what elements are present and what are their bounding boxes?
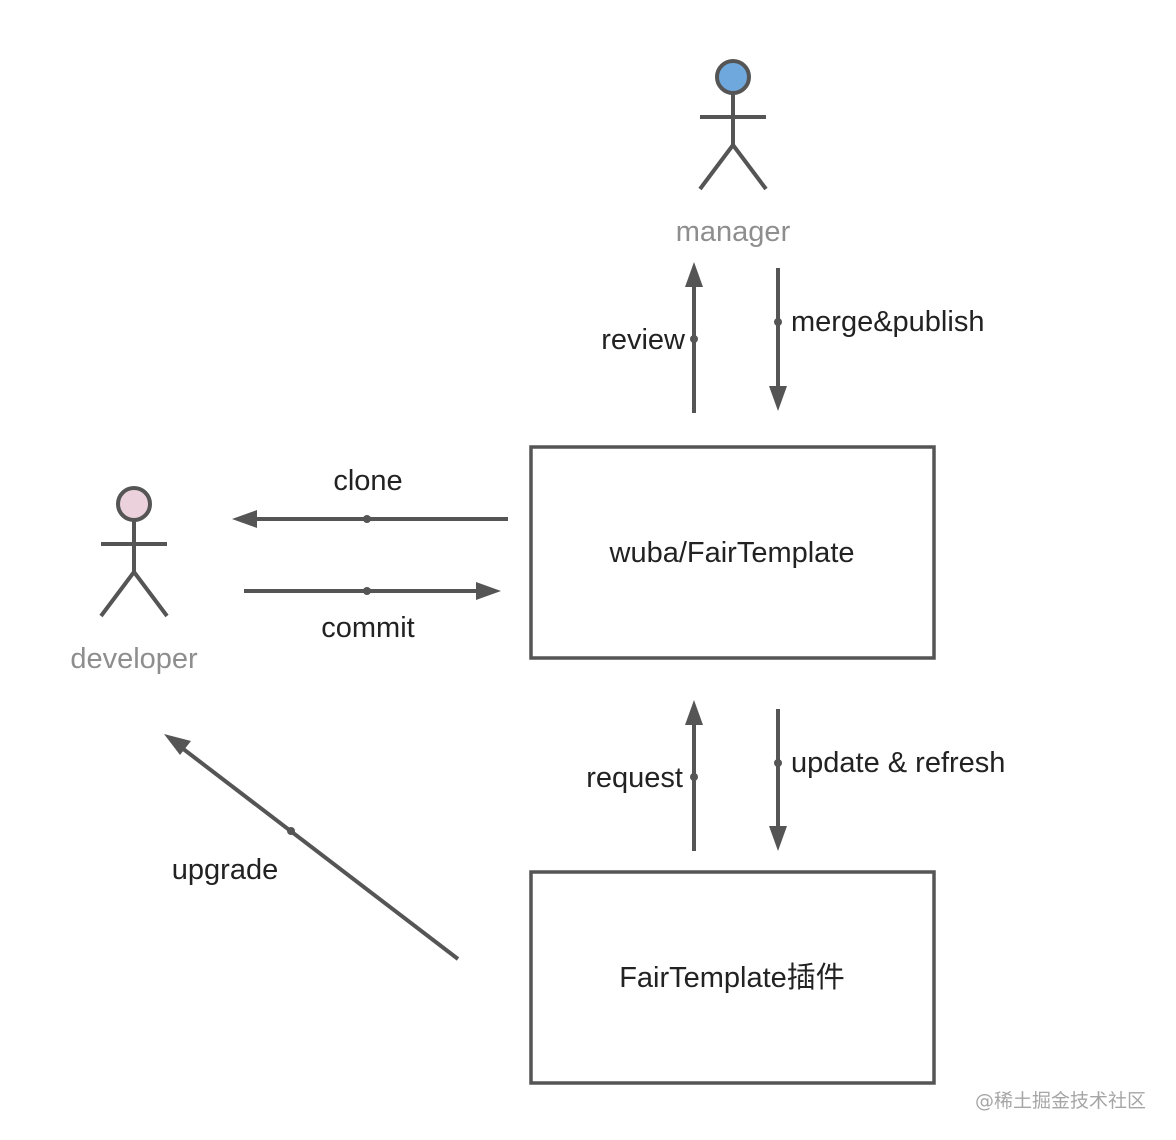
watermark: @稀土掘金技术社区 bbox=[975, 1090, 1146, 1112]
clone-dot bbox=[363, 515, 371, 523]
request-label: request bbox=[586, 762, 683, 794]
repo-box bbox=[529, 445, 936, 660]
manager-left-leg bbox=[698, 143, 735, 191]
merge-publish-dot bbox=[774, 318, 782, 326]
review-label: review bbox=[601, 324, 686, 356]
plugin-box bbox=[529, 870, 936, 1085]
developer-actor: developer bbox=[70, 486, 198, 675]
clone-label: clone bbox=[333, 465, 402, 497]
edge-review: review bbox=[601, 262, 703, 413]
clone-arrowhead bbox=[232, 510, 257, 528]
upgrade-line bbox=[180, 746, 460, 961]
update-refresh-dot bbox=[774, 759, 782, 767]
edge-update-refresh: update & refresh bbox=[769, 709, 1005, 851]
repo-label: wuba/FairTemplate bbox=[609, 537, 855, 569]
upgrade-dot bbox=[287, 827, 295, 835]
review-dot bbox=[690, 335, 698, 343]
commit-arrowhead bbox=[476, 582, 501, 600]
update-refresh-arrowhead bbox=[769, 826, 787, 851]
merge-publish-arrowhead bbox=[769, 386, 787, 411]
repo-node: wuba/FairTemplate bbox=[529, 445, 936, 660]
developer-head bbox=[116, 486, 152, 522]
plugin-label: FairTemplate插件 bbox=[619, 961, 845, 994]
manager-head bbox=[715, 59, 751, 95]
manager-actor: manager bbox=[676, 59, 791, 248]
edge-clone: clone bbox=[232, 465, 508, 528]
manager-label: manager bbox=[676, 216, 791, 248]
request-arrowhead bbox=[685, 700, 703, 725]
developer-left-leg bbox=[99, 570, 136, 618]
commit-dot bbox=[363, 587, 371, 595]
request-dot bbox=[690, 773, 698, 781]
upgrade-label: upgrade bbox=[172, 854, 278, 886]
edge-request: request bbox=[586, 700, 703, 851]
developer-right-leg bbox=[132, 570, 169, 618]
review-arrowhead bbox=[685, 262, 703, 287]
edge-upgrade: upgrade bbox=[164, 734, 460, 961]
manager-right-leg bbox=[731, 143, 768, 191]
edge-commit: commit bbox=[244, 582, 501, 644]
update-refresh-label: update & refresh bbox=[791, 747, 1005, 779]
plugin-node: FairTemplate插件 bbox=[529, 870, 936, 1085]
upgrade-arrowhead bbox=[164, 734, 191, 755]
merge-publish-label: merge&publish bbox=[791, 306, 984, 338]
edge-merge-publish: merge&publish bbox=[769, 268, 984, 411]
commit-label: commit bbox=[321, 612, 414, 644]
developer-label: developer bbox=[70, 643, 198, 675]
